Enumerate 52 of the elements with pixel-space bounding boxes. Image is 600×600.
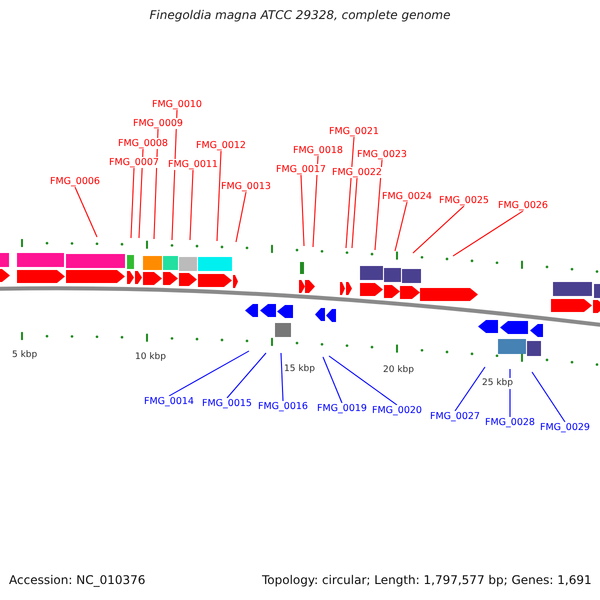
- leader-line: [190, 170, 194, 240]
- leader-line: [312, 156, 318, 248]
- gene-label: FMG_0017: [276, 164, 326, 175]
- scale-label: 5 kbp: [12, 350, 38, 361]
- gene-label: FMG_0028: [485, 417, 535, 428]
- gene-label: FMG_0021: [329, 126, 379, 137]
- gene-label: FMG_0023: [357, 149, 407, 160]
- leader-line: [328, 356, 398, 406]
- leader-line: [352, 178, 358, 248]
- gene-label: FMG_0026: [498, 200, 548, 211]
- gene-label: FMG_0014: [144, 396, 194, 407]
- gene-label: FMG_0029: [540, 422, 590, 433]
- leader-line: [236, 192, 246, 242]
- gene-label: FMG_0025: [439, 195, 489, 206]
- gene-label: FMG_0024: [382, 191, 432, 202]
- leader-line: [226, 352, 266, 398]
- gene-label: FMG_0015: [202, 398, 252, 409]
- leader-line: [300, 174, 304, 246]
- gene-label: FMG_0018: [293, 145, 343, 156]
- leader-line: [452, 210, 524, 256]
- scale-label: 15 kbp: [284, 364, 315, 375]
- leader-line: [280, 352, 284, 402]
- scale-label: 25 kbp: [482, 378, 513, 389]
- leader-line: [322, 356, 342, 404]
- gene-label: FMG_0013: [221, 181, 271, 192]
- leader-line: [138, 148, 144, 238]
- scale-label: 20 kbp: [383, 365, 414, 376]
- leader-line: [532, 372, 566, 422]
- leader-line: [374, 160, 382, 250]
- scale-label: 10 kbp: [135, 352, 166, 363]
- gene-label: FMG_0022: [332, 167, 382, 178]
- gene-label: FMG_0006: [50, 176, 100, 187]
- gene-label: FMG_0012: [196, 140, 246, 151]
- leader-line: [130, 168, 134, 238]
- leader-line: [168, 350, 250, 396]
- gene-label: FMG_0010: [152, 99, 202, 110]
- gene-label: FMG_0008: [118, 138, 168, 149]
- gene-label: FMG_0019: [317, 403, 367, 414]
- leader-line: [346, 136, 354, 248]
- gene-label: FMG_0011: [168, 159, 218, 170]
- genome-info-text: Topology: circular; Length: 1,797,577 bp; Genes: 1,691: [262, 575, 592, 586]
- leader-line: [412, 206, 464, 254]
- gene-label: FMG_0016: [258, 401, 308, 412]
- gene-label: FMG_0027: [430, 411, 480, 422]
- leader-line: [394, 202, 408, 252]
- leader-line: [74, 186, 98, 238]
- leader-line: [454, 366, 486, 412]
- gene-label: FMG_0009: [133, 118, 183, 129]
- accession-text: Accession: NC_010376: [9, 575, 146, 586]
- gene-label: FMG_0007: [109, 157, 159, 168]
- leader-line: [216, 150, 222, 242]
- gene-label: FMG_0020: [372, 405, 422, 416]
